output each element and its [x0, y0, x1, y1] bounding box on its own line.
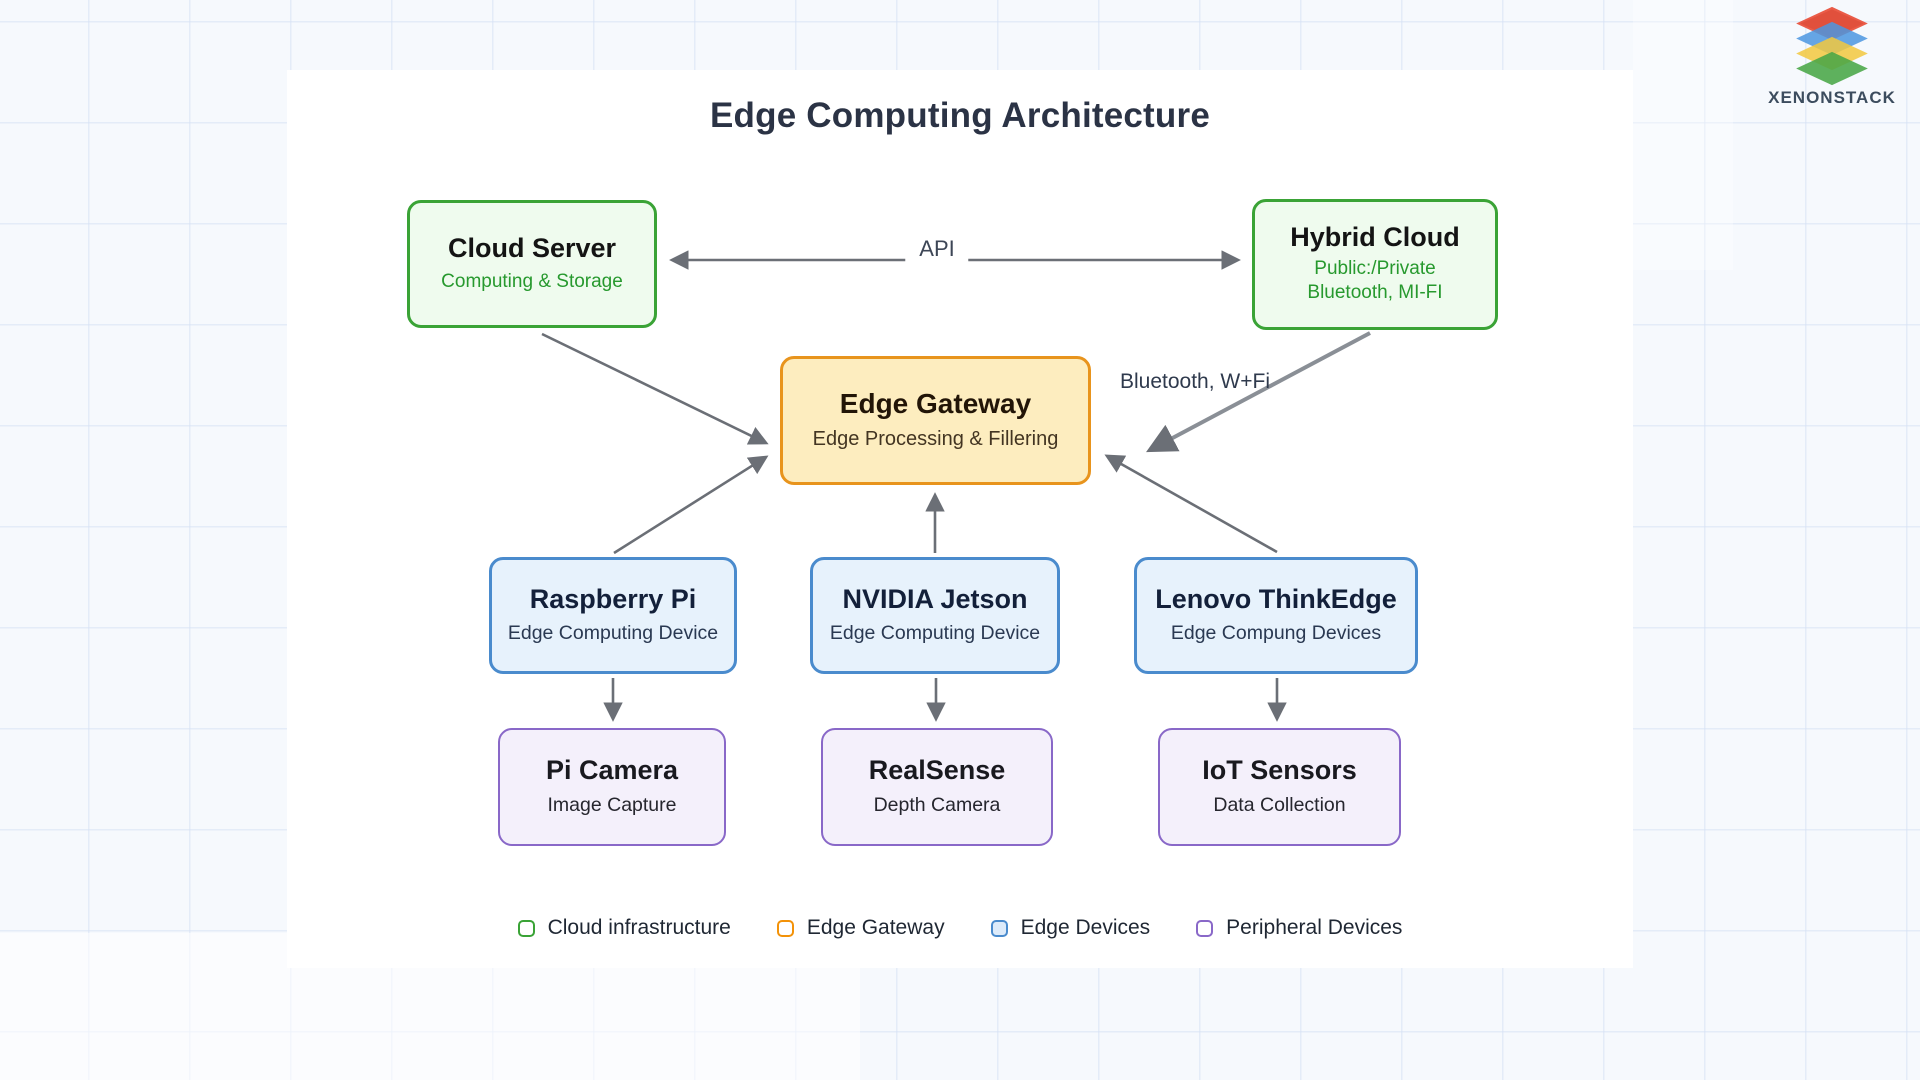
node-subtitle: Edge Computing Device: [507, 622, 719, 645]
legend-label: Peripheral Devices: [1226, 916, 1403, 939]
node-title: RealSense: [868, 755, 1006, 786]
page-title: Edge Computing Architecture: [710, 96, 1210, 135]
node-pi-camera: Pi Camera Image Capture: [498, 728, 726, 846]
legend-label: Cloud infrastructure: [547, 916, 731, 939]
node-title: Pi Camera: [545, 755, 679, 786]
cloud-infrastructure-swatch-icon: [517, 919, 535, 937]
edge-devices-swatch-icon: [990, 919, 1008, 937]
node-title: IoT Sensors: [1202, 755, 1357, 786]
legend-label: Edge Devices: [1020, 916, 1151, 939]
brand-name: XENONSTACK: [1768, 88, 1896, 107]
legend: Cloud infrastructure Edge Gateway Edge D…: [287, 916, 1633, 940]
node-title: Lenovo ThinkEdge: [1155, 583, 1397, 614]
node-title: Raspberry Pi: [529, 583, 697, 614]
node-title: Hybrid Cloud: [1290, 222, 1460, 253]
node-subtitle: Edge Compung Devices: [1170, 622, 1382, 645]
node-nvidia-jetson: NVIDIA Jetson Edge Computing Device: [810, 557, 1060, 674]
legend-item-peripheral-devices: Peripheral Devices: [1196, 916, 1402, 940]
peripheral-devices-swatch-icon: [1196, 919, 1214, 937]
node-subtitle: Edge Computing Device: [829, 622, 1041, 645]
xenonstack-logo: XENONSTACK: [1752, 6, 1912, 108]
legend-label: Edge Gateway: [806, 916, 945, 939]
edge-gateway-swatch-icon: [776, 919, 794, 937]
background-patch: [1633, 0, 1733, 270]
node-iot-sensors: IoT Sensors Data Collection: [1158, 728, 1401, 846]
node-subtitle: Depth Camera: [873, 793, 1001, 816]
node-realsense: RealSense Depth Camera: [821, 728, 1053, 846]
node-subtitle: Data Collection: [1213, 793, 1346, 816]
node-cloud-server: Cloud Server Computing & Storage: [407, 200, 657, 328]
node-raspberry-pi: Raspberry Pi Edge Computing Device: [489, 557, 737, 674]
node-title: Cloud Server: [447, 232, 617, 263]
node-subtitle: Edge Processing & Fillering: [812, 427, 1059, 450]
node-title: NVIDIA Jetson: [842, 583, 1028, 614]
stacked-layers-icon: [1796, 6, 1868, 86]
node-hybrid-cloud: Hybrid Cloud Public:/Private Bluetooth, …: [1252, 199, 1498, 330]
node-subtitle: Image Capture: [547, 793, 677, 816]
node-lenovo-thinkedge: Lenovo ThinkEdge Edge Compung Devices: [1134, 557, 1418, 674]
node-subtitle: Computing & Storage: [441, 271, 623, 293]
node-subtitle: Public:/Private: [1314, 258, 1436, 280]
legend-item-cloud-infrastructure: Cloud infrastructure: [517, 916, 731, 940]
legend-item-edge-devices: Edge Devices: [990, 916, 1151, 940]
legend-item-edge-gateway: Edge Gateway: [776, 916, 945, 940]
node-title: Edge Gateway: [839, 387, 1032, 419]
node-subtitle: Bluetooth, MI-FI: [1307, 282, 1443, 304]
bluetooth-wifi-edge-label: Bluetooth, W+Fi: [1120, 370, 1270, 393]
node-edge-gateway: Edge Gateway Edge Processing & Fillering: [780, 356, 1091, 485]
api-edge-label: API: [905, 236, 969, 266]
